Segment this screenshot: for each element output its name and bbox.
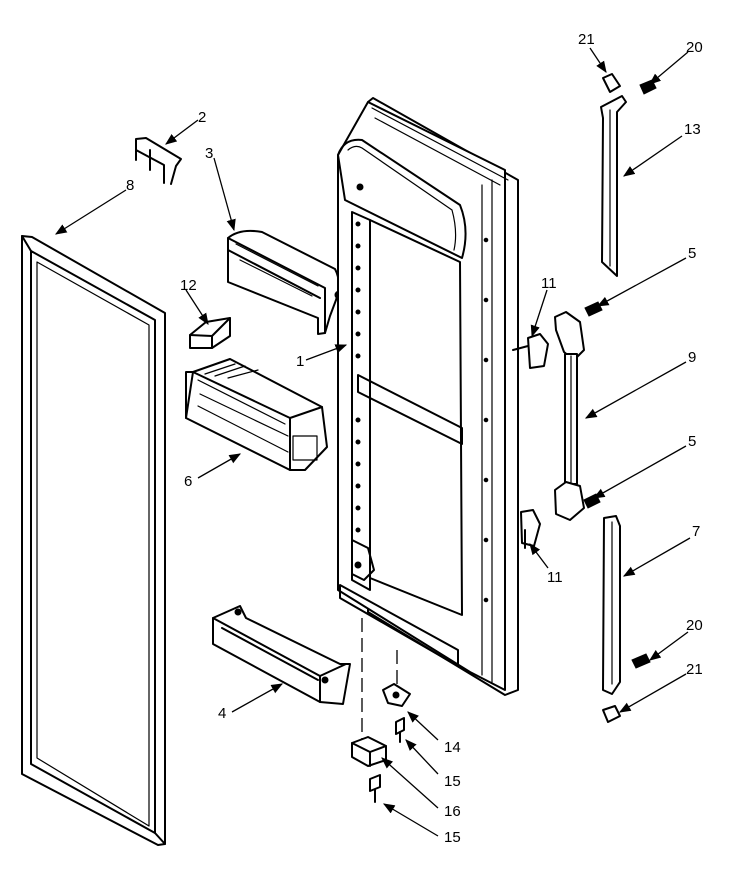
callout-labels: 1 2 3 4 5 5 6 7 8 9 11 11 12 13 14 15 15… [126,31,703,846]
callout-16: 16 [444,803,461,820]
dairy-door [227,229,344,335]
callout-7: 7 [692,523,700,540]
leader-lines [55,47,691,837]
callout-1: 1 [296,353,304,370]
callout-15-lower: 15 [444,829,461,846]
door-mounting-holes [354,183,489,603]
clip [135,137,182,185]
callout-4: 4 [218,705,226,722]
callout-21-top: 21 [578,31,595,48]
holder [189,317,231,349]
door-handle [512,301,603,549]
door-bin [185,358,328,471]
callout-13: 13 [684,121,701,138]
callout-2: 2 [198,109,206,126]
callout-5-top: 5 [688,245,696,262]
callout-14: 14 [444,739,461,756]
callout-11-top: 11 [541,275,557,292]
callout-11-bottom: 11 [547,569,563,586]
hinge-hardware [351,683,411,803]
callout-12: 12 [180,277,197,294]
callout-6: 6 [184,473,192,490]
door-gasket [21,235,166,846]
top-trim-hardware [600,73,657,277]
callout-8: 8 [126,177,134,194]
door-assembly [337,97,519,696]
callout-21-bottom: 21 [686,661,703,678]
callout-5-bottom: 5 [688,433,696,450]
callout-20-top: 20 [686,39,703,56]
door-shelf [212,605,351,705]
callout-20-bottom: 20 [686,617,703,634]
bottom-trim-hardware [602,515,651,723]
callout-3: 3 [205,145,213,162]
callout-9: 9 [688,349,696,366]
callout-15-upper: 15 [444,773,461,790]
